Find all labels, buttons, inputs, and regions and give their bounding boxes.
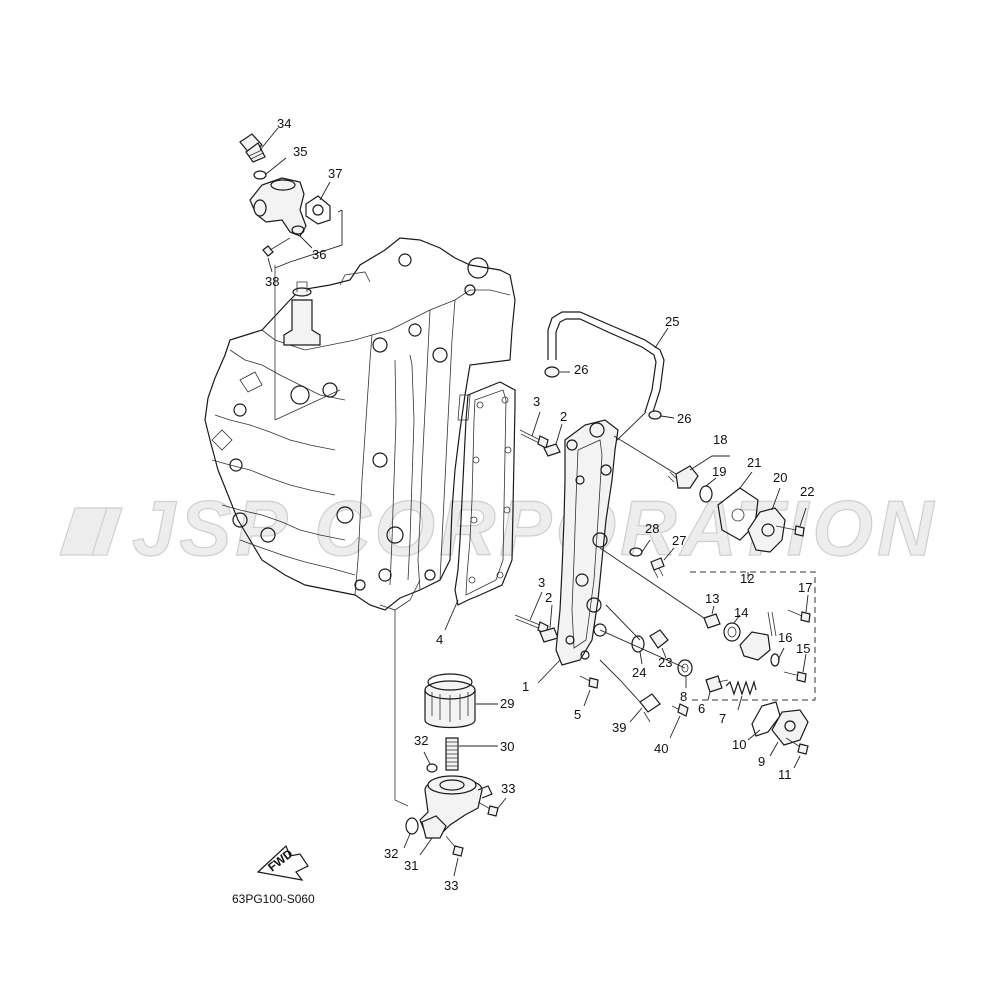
callout-26-lower: 26 [677, 411, 691, 426]
callout-18: 18 [713, 432, 727, 447]
callout-28: 28 [645, 521, 659, 536]
callout-10: 10 [732, 737, 746, 752]
bolt-40 [669, 703, 689, 739]
bolt-22 [775, 507, 807, 537]
callout-15: 15 [796, 641, 810, 656]
gasket-37 [305, 195, 331, 225]
o-ring-32-lower [403, 817, 419, 849]
bolt-33-lower [445, 835, 464, 877]
seal-8 [677, 659, 693, 688]
bolt-15 [783, 653, 807, 683]
bolt-3-lower [514, 591, 549, 635]
callout-33-lower: 33 [444, 878, 458, 893]
callout-2-upper: 2 [560, 409, 567, 424]
valve-6 [705, 675, 729, 701]
callout-6: 6 [698, 701, 705, 716]
callout-7: 7 [719, 711, 726, 726]
bolt-5 [579, 675, 599, 707]
callout-26-upper: 26 [574, 362, 588, 377]
engine-block [204, 237, 516, 611]
callout-33-upper: 33 [501, 781, 515, 796]
ring-14 [723, 614, 741, 642]
callout-35: 35 [293, 144, 307, 159]
plug-27 [650, 547, 675, 579]
oil-filter-29 [424, 673, 498, 729]
callout-9: 9 [758, 754, 765, 769]
callout-29: 29 [500, 696, 514, 711]
callout-25: 25 [665, 314, 679, 329]
callout-37: 37 [328, 166, 342, 181]
valve-23 [649, 629, 669, 659]
callout-3-lower: 3 [538, 575, 545, 590]
callout-30: 30 [500, 739, 514, 754]
cover-1 [537, 419, 619, 684]
spacer-24 [631, 635, 645, 665]
o-ring-35 [253, 170, 267, 180]
hose-25 [547, 311, 669, 446]
callout-5: 5 [574, 707, 581, 722]
callout-13: 13 [705, 591, 719, 606]
callout-31: 31 [404, 858, 418, 873]
callout-36: 36 [312, 247, 326, 262]
callout-24: 24 [632, 665, 646, 680]
callout-23: 23 [658, 655, 672, 670]
callout-4: 4 [436, 632, 443, 647]
plug-34 [239, 133, 266, 163]
o-ring-32-upper [423, 751, 438, 773]
callout-27: 27 [672, 533, 686, 548]
housing-36 [249, 177, 307, 237]
callout-21: 21 [747, 455, 761, 470]
cover-9 [769, 709, 809, 757]
group-12-box [690, 571, 816, 701]
thermostat-housing-assembly [239, 127, 343, 421]
bolt-38 [262, 237, 291, 257]
watermark-text: JSP CORPORATION [132, 484, 937, 572]
callout-20: 20 [773, 470, 787, 485]
fitting-13 [703, 605, 721, 629]
diagram-code: 63PG100-S060 [232, 892, 315, 906]
fwd-label: FWD [265, 846, 295, 874]
clamp-26-lower [648, 410, 675, 420]
callout-1: 1 [522, 679, 529, 694]
callout-12: 12 [740, 571, 754, 586]
spring-7 [725, 679, 757, 711]
callout-40: 40 [654, 741, 668, 756]
callout-34: 34 [277, 116, 291, 131]
bolt-17 [787, 594, 811, 623]
callout-17: 17 [798, 580, 812, 595]
callout-22: 22 [800, 484, 814, 499]
callout-38: 38 [265, 274, 279, 289]
cover-20 [747, 487, 786, 553]
callout-39: 39 [612, 720, 626, 735]
callout-14: 14 [734, 605, 748, 620]
clip-39 [629, 693, 661, 723]
callout-labels: 1 2 2 3 3 4 5 6 7 8 9 10 11 12 13 14 15 … [265, 116, 814, 893]
callout-32-upper: 32 [414, 733, 428, 748]
callout-8: 8 [680, 689, 687, 704]
callout-16: 16 [778, 630, 792, 645]
callout-2-lower: 2 [545, 590, 552, 605]
bolt-3-upper [519, 411, 549, 449]
sensor-18 [667, 465, 699, 489]
valve-assy-16 [739, 611, 785, 667]
callout-3-upper: 3 [533, 394, 540, 409]
callout-19: 19 [712, 464, 726, 479]
clamp-26-upper [544, 366, 570, 378]
filter-base-31 [419, 775, 493, 856]
gasket-4 [444, 381, 516, 631]
callout-11: 11 [778, 767, 792, 782]
callout-32-lower: 32 [384, 846, 398, 861]
bolt-11 [785, 737, 809, 769]
stud-30 [445, 737, 498, 771]
collar-2-upper [543, 423, 563, 457]
fwd-arrow-icon: FWD [256, 844, 309, 881]
bolt-33-upper [477, 797, 507, 817]
